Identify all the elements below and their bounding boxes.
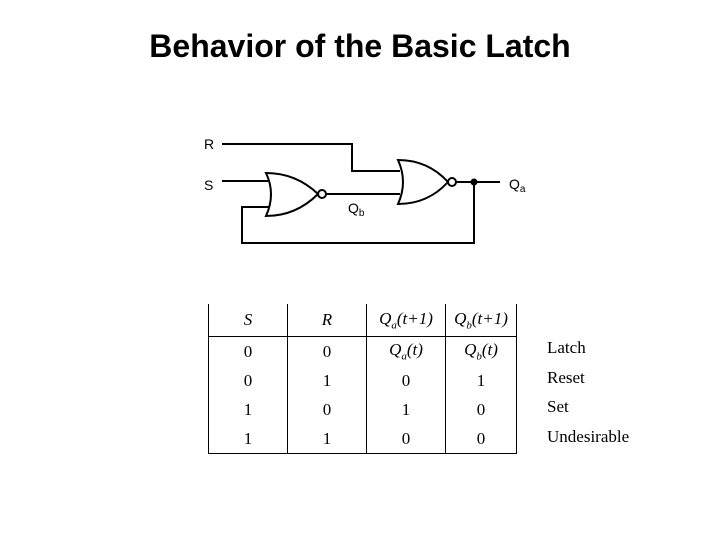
cell: 1 (366, 395, 446, 424)
cell: 0 (287, 395, 367, 424)
cell: 0 (208, 336, 288, 366)
nor-gate-r (396, 158, 450, 206)
table-header-row: S R Qa(t+1) Qb(t+1) (208, 304, 517, 337)
state-label: Latch (547, 338, 586, 357)
cell: Qb(t) (445, 336, 517, 366)
table-row: 0 0 Qa(t) Qb(t) (208, 336, 517, 366)
header-s: S (208, 304, 288, 337)
r-input-wire (222, 143, 400, 172)
label-s: S (204, 177, 213, 193)
header-qb-next: Qb(t+1) (445, 304, 517, 337)
cell: 0 (445, 424, 517, 454)
cell: 0 (445, 395, 517, 424)
state-labels: Latch Reset Set Undesirable (547, 336, 629, 454)
label-qa: Qa (509, 176, 526, 195)
cell: 0 (287, 336, 367, 366)
cell: Qa(t) (366, 336, 446, 366)
cell: 1 (287, 366, 367, 395)
nor-latch-circuit: R S Qa Qb (204, 136, 526, 244)
state-label: Undesirable (547, 426, 630, 446)
cell: 0 (366, 424, 446, 454)
qa-junction-dot (470, 178, 478, 186)
table-row: 1 0 1 0 (208, 395, 517, 424)
cell: 0 (208, 366, 288, 395)
label-r: R (204, 136, 214, 152)
truth-table: S R Qa(t+1) Qb(t+1) 0 0 Qa(t) Qb(t) 0 1 … (208, 304, 517, 454)
cell: 1 (287, 424, 367, 454)
state-label: Reset (547, 367, 585, 387)
cell: 1 (445, 366, 517, 395)
cell: 1 (208, 424, 288, 454)
table-row: 1 1 0 0 (208, 424, 517, 454)
header-qa-next: Qa(t+1) (366, 304, 446, 337)
cell: 1 (208, 395, 288, 424)
cell: 0 (366, 366, 446, 395)
header-r: R (287, 304, 367, 337)
nor-gate-s (264, 171, 320, 218)
table-row: 0 1 0 1 (208, 366, 517, 395)
label-qb: Qb (348, 200, 365, 219)
state-label: Set (547, 397, 569, 416)
feedback-wire (241, 182, 475, 244)
slide-title: Behavior of the Basic Latch (149, 28, 571, 64)
